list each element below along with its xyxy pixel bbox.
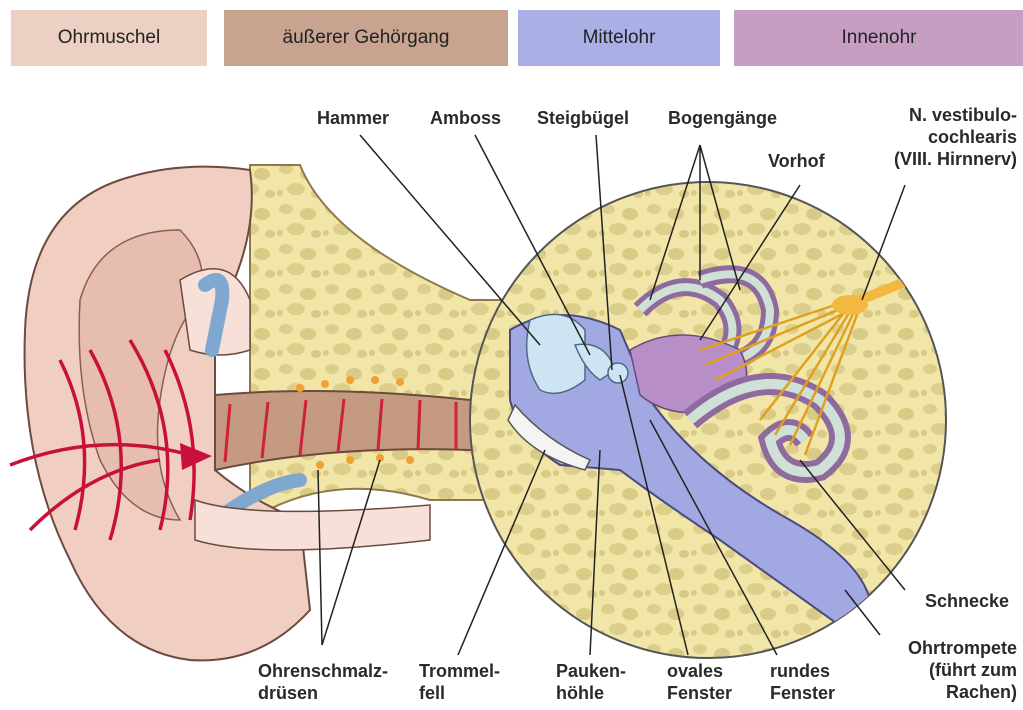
- label-ohrenschmalzdruesen: Ohrenschmalz- drüsen: [258, 660, 388, 704]
- label-paukenhoehle: Pauken- höhle: [556, 660, 626, 704]
- label-trommelfell: Trommel- fell: [419, 660, 500, 704]
- label-ohrtrompete: Ohrtrompete (führt zum Rachen): [908, 637, 1017, 703]
- label-hammer: Hammer: [317, 107, 389, 129]
- label-schnecke: Schnecke: [925, 590, 1009, 612]
- label-bogengaenge: Bogengänge: [668, 107, 777, 129]
- label-vorhof: Vorhof: [768, 150, 825, 172]
- label-nervus-vestibulocochlearis: N. vestibulo- cochlearis (VIII. Hirnnerv…: [894, 104, 1017, 170]
- label-steigbuegel: Steigbügel: [537, 107, 629, 129]
- label-ovales-fenster: ovales Fenster: [667, 660, 732, 704]
- label-rundes-fenster: rundes Fenster: [770, 660, 835, 704]
- magnified-view: [470, 182, 960, 658]
- label-amboss: Amboss: [430, 107, 501, 129]
